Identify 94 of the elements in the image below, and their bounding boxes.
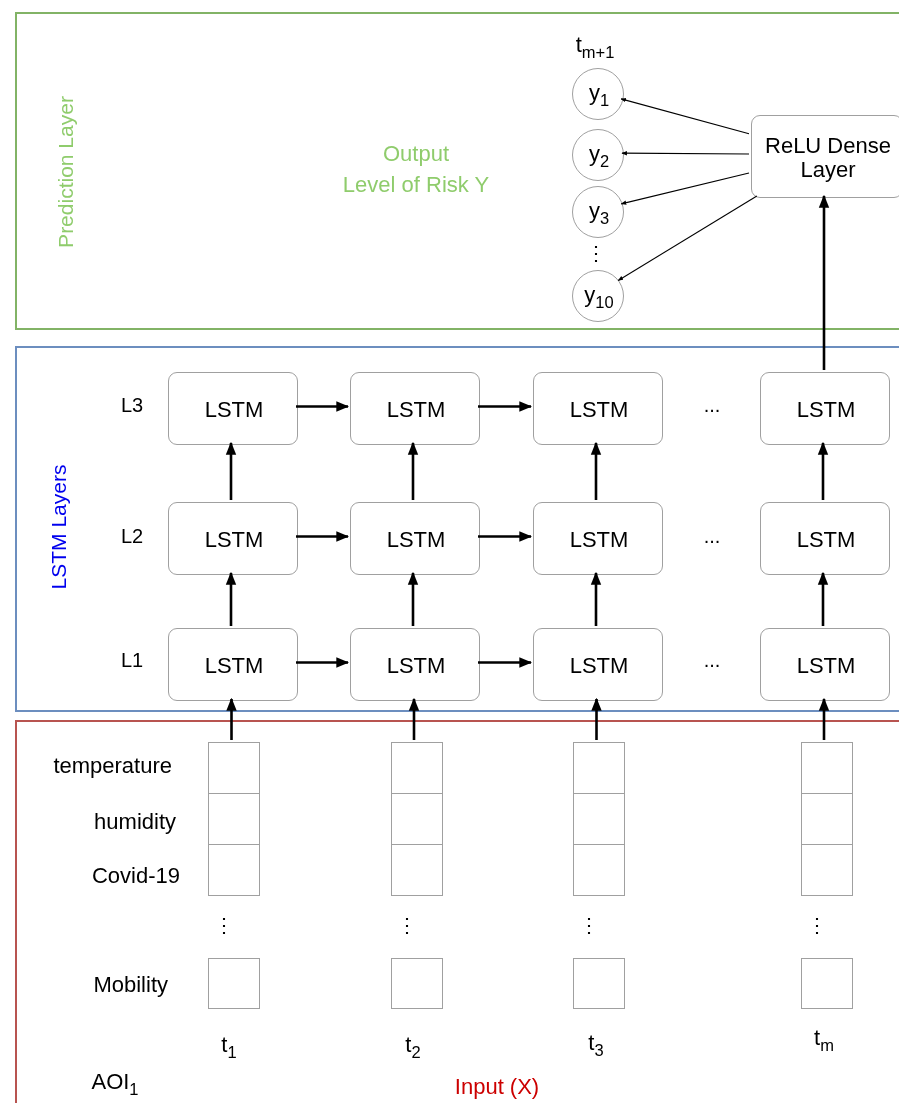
cell-label: LSTM xyxy=(386,397,446,422)
arrow xyxy=(591,697,602,740)
lstm-cell-box xyxy=(533,628,663,701)
time-step-label: t$_{m}$ xyxy=(814,1025,834,1051)
layer-label: L2 xyxy=(120,525,144,547)
prediction-layer-panel xyxy=(15,12,899,330)
arrow xyxy=(225,571,237,626)
input-feature-cell xyxy=(208,958,260,1009)
ellipsis: ⋮ xyxy=(586,242,606,264)
arrow xyxy=(407,571,419,626)
output-label: Output xyxy=(383,141,449,167)
output-description: Level of Risk Y xyxy=(342,172,490,198)
arrow xyxy=(590,571,602,626)
time-step-label: t$_{m+1}$ xyxy=(575,32,615,58)
ellipsis: ... xyxy=(703,525,721,547)
cell-label: LSTM xyxy=(569,653,629,678)
area-label: AOI$_{1}$ xyxy=(91,1069,139,1095)
lstm-cell-box xyxy=(760,502,890,575)
layer-name: ReLU Dense Layer xyxy=(764,133,892,182)
output-label: y$_{1}$ xyxy=(588,80,610,106)
time-step-label: t$_{1}$ xyxy=(221,1032,237,1058)
lstm-cell-box xyxy=(168,628,298,701)
ellipsis: ⋮ xyxy=(579,914,599,936)
ellipsis: ⋮ xyxy=(807,914,827,936)
output-label: y$_{10}$ xyxy=(584,282,614,308)
panel-title: LSTM Layers xyxy=(47,464,71,590)
output-node-circle xyxy=(572,270,624,322)
time-step-label: t$_{3}$ xyxy=(588,1030,604,1056)
lstm-cell-box xyxy=(168,502,298,575)
input-vector-box xyxy=(801,742,853,896)
feature-label: Mobility xyxy=(93,972,168,998)
arrow xyxy=(617,195,758,282)
feature-label: humidity xyxy=(94,809,176,835)
lstm-layers-panel xyxy=(15,346,899,712)
input-vector-box xyxy=(573,742,625,896)
cell-label: LSTM xyxy=(204,653,264,678)
arrow xyxy=(478,531,533,542)
output-node-circle xyxy=(572,68,624,120)
arrow xyxy=(478,657,533,668)
lstm-cell-box xyxy=(168,372,298,445)
cell-label: LSTM xyxy=(386,527,446,552)
feature-label: Covid-19 xyxy=(91,863,180,889)
arrow xyxy=(620,98,750,135)
output-node-circle xyxy=(572,129,624,181)
layer-label: L3 xyxy=(120,394,144,416)
ellipsis: ... xyxy=(703,394,721,416)
ellipsis: ⋮ xyxy=(214,914,234,936)
panel-title: Prediction Layer xyxy=(54,96,78,248)
output-node-circle xyxy=(572,186,624,238)
arrow xyxy=(296,401,350,412)
ellipsis: ⋮ xyxy=(397,914,417,936)
lstm-cell-box xyxy=(533,372,663,445)
lstm-cell-box xyxy=(760,628,890,701)
input-feature-cell xyxy=(391,958,443,1009)
input-panel xyxy=(15,720,899,1103)
cell-label: LSTM xyxy=(204,397,264,422)
arrow xyxy=(408,697,420,740)
cell-label: LSTM xyxy=(386,653,446,678)
input-vector-box xyxy=(208,742,260,896)
arrow xyxy=(296,657,350,668)
lstm-cell-box xyxy=(350,372,480,445)
lstm-cell-box xyxy=(760,372,890,445)
input-feature-cell xyxy=(573,958,625,1009)
lstm-cell-box xyxy=(350,628,480,701)
feature-label: temperature xyxy=(53,753,172,779)
arrow xyxy=(478,401,533,412)
input-vector-box xyxy=(391,742,443,896)
arrow xyxy=(818,697,830,740)
ellipsis: ... xyxy=(703,649,721,671)
cell-label: LSTM xyxy=(796,527,856,552)
cell-label: LSTM xyxy=(569,397,629,422)
input-feature-cell xyxy=(801,958,853,1009)
cell-label: LSTM xyxy=(796,653,856,678)
dense-layer-box xyxy=(751,115,899,198)
arrow xyxy=(226,697,237,740)
arrow xyxy=(590,441,602,500)
lstm-cell-box xyxy=(350,502,480,575)
panel-title: Input (X) xyxy=(454,1074,540,1100)
arrow xyxy=(296,531,350,542)
arrow xyxy=(817,571,829,626)
time-step-label: t$_{2}$ xyxy=(405,1032,421,1058)
output-label: y$_{3}$ xyxy=(588,198,610,224)
arrow xyxy=(817,441,829,500)
arrow xyxy=(225,441,237,500)
cell-label: LSTM xyxy=(204,527,264,552)
layer-label: L1 xyxy=(120,649,144,671)
lstm-cell-box xyxy=(533,502,663,575)
arrow xyxy=(620,172,750,205)
arrow xyxy=(621,151,750,156)
output-label: y$_{2}$ xyxy=(588,141,610,167)
cell-label: LSTM xyxy=(796,397,856,422)
arrow xyxy=(407,441,419,500)
cell-label: LSTM xyxy=(569,527,629,552)
arrow xyxy=(818,194,830,370)
